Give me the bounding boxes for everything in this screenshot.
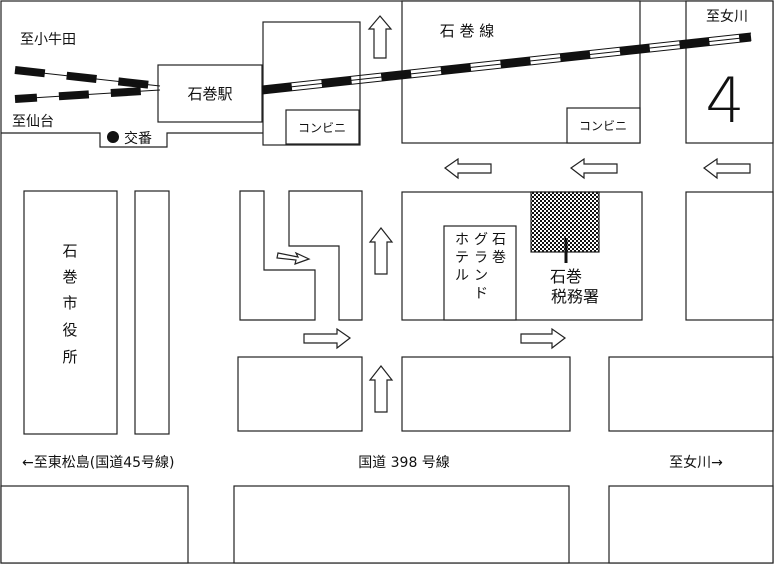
up-arrow-icon-middle [368, 227, 394, 275]
tax-office-label: 石巻 税務署 [550, 267, 599, 306]
hotel-label-left: ホ テ ル [455, 232, 469, 284]
convenience-store-1-label: コンビニ [298, 121, 346, 135]
right-arrow-icon-2 [520, 327, 567, 350]
city-hall-label: 石 巻 市 役 所 [62, 242, 77, 366]
railway-tracks [14, 32, 752, 103]
svg-text:ホ: ホ [455, 232, 469, 248]
svg-text:市: 市 [62, 294, 77, 312]
svg-text:役: 役 [62, 321, 77, 339]
svg-text:ン: ン [474, 268, 488, 284]
ishinomaki-station-building [157, 64, 263, 123]
to-sendai-label: 至仙台 [12, 114, 54, 130]
left-arrow-icon-1 [443, 157, 492, 180]
city-hall-building [23, 190, 118, 435]
svg-text:石: 石 [492, 232, 506, 248]
national-route-398-label: 国道 398 号線 [358, 455, 450, 471]
tax-office-block [401, 191, 643, 321]
svg-text:グ: グ [474, 232, 488, 248]
right-arrow-icon-1 [303, 327, 352, 350]
route-4-sign: 4 [705, 64, 744, 137]
ishinomaki-line-label: 石 巻 線 [440, 22, 495, 40]
ishinomaki-station-label: 石巻駅 [187, 85, 232, 103]
l-shaped-building-1 [239, 190, 316, 321]
hotel-label-right: 石 巻 グ ラ ン ド [474, 232, 506, 302]
block-south-west [237, 356, 363, 432]
svg-text:ド: ド [474, 286, 488, 302]
svg-text:所: 所 [62, 348, 77, 366]
convenience-store-2-label: コンビニ [579, 119, 627, 133]
to-higashimatsushima-label: ←至東松島(国道45号線) [22, 455, 174, 471]
l-shaped-building-2 [288, 190, 363, 321]
svg-text:石: 石 [62, 242, 77, 260]
svg-text:テ: テ [455, 250, 469, 266]
svg-text:巻: 巻 [62, 268, 77, 286]
koban-dot-icon [107, 131, 119, 143]
to-onagawa-bottom-label: 至女川→ [669, 454, 723, 471]
svg-text:巻: 巻 [492, 250, 506, 266]
block-bottom-right [608, 485, 774, 564]
block-south-center [401, 356, 571, 432]
diagonal-arrow-icon [276, 251, 311, 265]
svg-text:ラ: ラ [474, 250, 488, 266]
route-number-label: 4 [705, 64, 744, 137]
koban-label: 交番 [124, 130, 152, 147]
left-arrow-icon-2 [569, 157, 618, 180]
to-kogota-label: 至小牛田 [20, 32, 76, 48]
block-south-east [608, 356, 774, 432]
left-arrow-icon-3 [702, 157, 751, 180]
up-arrow-icon-lower [368, 365, 394, 413]
block-beside-city-hall [134, 190, 170, 435]
block-east-middle [685, 191, 774, 321]
convenience-store-2 [566, 107, 641, 144]
block-bottom-left [0, 485, 189, 564]
block-top-left-edge [1, 132, 263, 148]
svg-text:ル: ル [455, 268, 469, 284]
svg-text:石巻: 石巻 [550, 267, 582, 286]
to-onagawa-top-label: 至女川 [706, 8, 748, 25]
block-bottom-center [233, 485, 570, 564]
convenience-store-1 [285, 109, 360, 145]
hotel-building [443, 225, 517, 321]
block-far-north-east [685, 0, 774, 144]
svg-text:税務署: 税務署 [551, 287, 599, 306]
up-arrow-icon [367, 15, 393, 59]
